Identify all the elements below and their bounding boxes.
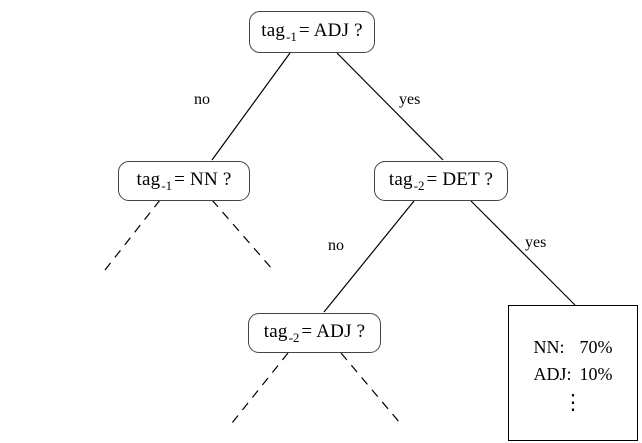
node-label-rest: = ADJ ? [298,20,363,42]
node-label-rest: = ADJ ? [301,321,366,343]
decision-node-tag-minus2-det-label: tag-2= DET ? [389,170,493,191]
node-label-subscript: -2 [288,329,300,345]
decision-node-root[interactable]: tag-1= ADJ ? [249,11,375,53]
leaf-node-distribution[interactable]: NN: 70% ADJ: 10% ⋮ [508,305,638,441]
edge-label-root-no: no [194,91,210,108]
node-label-rest: = NN ? [174,169,232,191]
leaf-tag-label: ADJ: [533,364,572,385]
node-label-base: tag [263,321,288,343]
edge-label-det-yes: yes [525,234,547,251]
leaf-distribution-rows: NN: 70% ADJ: 10% [533,334,612,388]
edge-nn-dashed-left [104,199,161,271]
decision-node-tag-minus1-nn[interactable]: tag-1= NN ? [118,161,250,201]
leaf-tag-value: 10% [579,364,613,385]
leaf-tag-value: 70% [579,337,613,358]
edge-adj-dashed-right [340,352,401,424]
node-label-base: tag [136,169,161,191]
edge-adj-dashed-left [231,352,289,424]
node-label-base: tag [388,169,413,191]
node-label-rest: = DET ? [426,169,494,191]
edge-root-to-nn [211,52,291,161]
edge-label-root-yes: yes [399,91,421,108]
node-label-base: tag [261,20,286,42]
edge-root-to-det [336,52,444,161]
edge-det-to-leaf [470,200,576,306]
node-label-subscript: -2 [413,177,425,193]
leaf-row: ADJ: 10% [533,361,612,388]
decision-node-tag-minus2-adj[interactable]: tag-2= ADJ ? [248,313,381,353]
decision-node-tag-minus2-det[interactable]: tag-2= DET ? [374,161,508,201]
leaf-tag-label: NN: [533,337,565,358]
edge-det-to-adj [323,200,415,313]
vertical-ellipsis-icon: ⋮ [562,390,584,415]
edge-label-det-no: no [328,237,344,254]
decision-node-tag-minus1-nn-label: tag-1= NN ? [137,170,232,191]
decision-node-tag-minus2-adj-label: tag-2= ADJ ? [264,322,366,343]
node-label-subscript: -1 [161,177,173,193]
decision-node-root-label: tag-1= ADJ ? [261,21,363,42]
leaf-row: NN: 70% [533,334,612,361]
edge-nn-dashed-right [211,199,274,271]
node-label-subscript: -1 [286,28,297,44]
